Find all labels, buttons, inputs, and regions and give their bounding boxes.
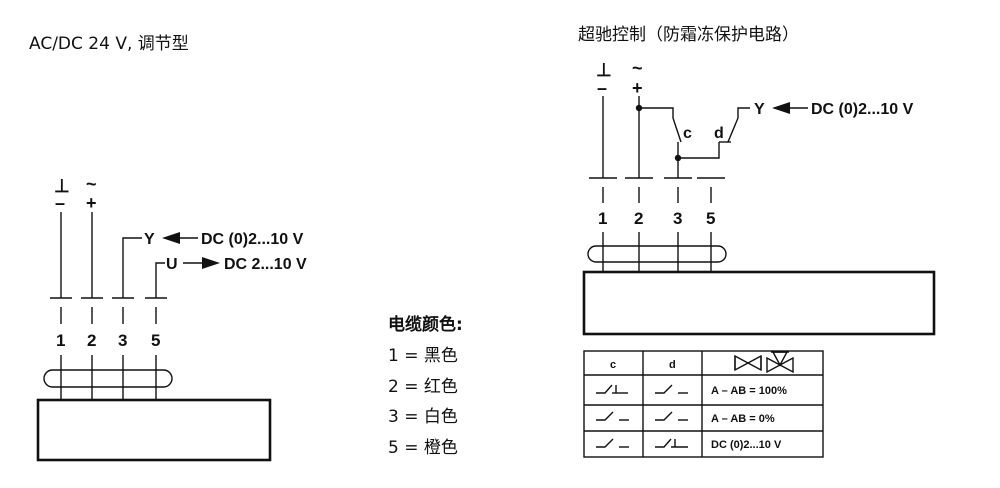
table-header-c: c [610,359,616,371]
right-cable-sleeve [587,245,727,263]
left-terminal-2: 2 [87,331,96,350]
switch-truth-table [583,350,824,458]
right-signal-y-value: DC (0)2...10 V [811,101,914,118]
right-signal-y-label: Y [754,101,765,118]
left-signal-y-label: Y [144,231,155,248]
right-switch-c-label: c [683,125,692,142]
right-terminal-2: 2 [634,209,643,228]
table-row-2-result: A – AB = 0% [711,413,775,425]
right-plus-symbol: + [632,78,643,98]
legend-item-1: 1 = 黑色 [388,346,458,366]
right-switch-d-label: d [714,125,724,142]
right-wires [589,96,750,272]
left-u-arrowhead [202,257,220,269]
right-y-arrowhead [772,102,790,114]
right-junction-dot-top [635,104,643,112]
table-row-1-result: A – AB = 100% [711,385,787,397]
left-signal-y-value: DC (0)2...10 V [201,231,304,248]
valve-icon [734,354,762,372]
table-contact-symbols [596,384,688,448]
left-terminal-3: 3 [118,331,127,350]
left-signal-u-value: DC 2...10 V [224,256,307,273]
three-way-valve-icon [766,351,794,374]
left-cable-sleeve [43,369,173,388]
right-terminal-3: 3 [673,209,682,228]
left-plus-symbol: + [86,193,97,213]
left-signal-u-label: U [166,256,178,273]
table-row-3-result: DC (0)2...10 V [711,439,782,451]
right-actuator-box [582,270,936,336]
left-terminal-5: 5 [151,331,160,350]
left-tilde-symbol: ~ [86,174,97,194]
right-tilde-symbol: ~ [632,58,643,78]
right-terminal-1: 1 [598,209,607,228]
left-ground-symbol: ⊥ [54,176,70,196]
legend-item-2: 2 = 红色 [388,377,458,397]
right-terminal-5: 5 [706,209,715,228]
left-title: AC/DC 24 V, 调节型 [29,34,189,54]
legend-item-5: 5 = 橙色 [388,438,458,458]
right-junction-dot-mid [674,154,682,162]
right-ground-symbol: ⊥ [596,60,612,80]
left-minus-symbol: – [55,193,65,213]
left-terminal-1: 1 [56,331,65,350]
right-minus-symbol: – [597,78,607,98]
legend-heading: 电缆颜色: [388,314,463,335]
legend-item-3: 3 = 白色 [388,407,458,427]
left-wires [50,212,167,400]
right-title: 超驰控制（防霜冻保护电路） [578,25,799,45]
left-y-arrowhead [162,232,180,244]
left-actuator-box [36,398,272,462]
table-header-d: d [669,359,676,371]
